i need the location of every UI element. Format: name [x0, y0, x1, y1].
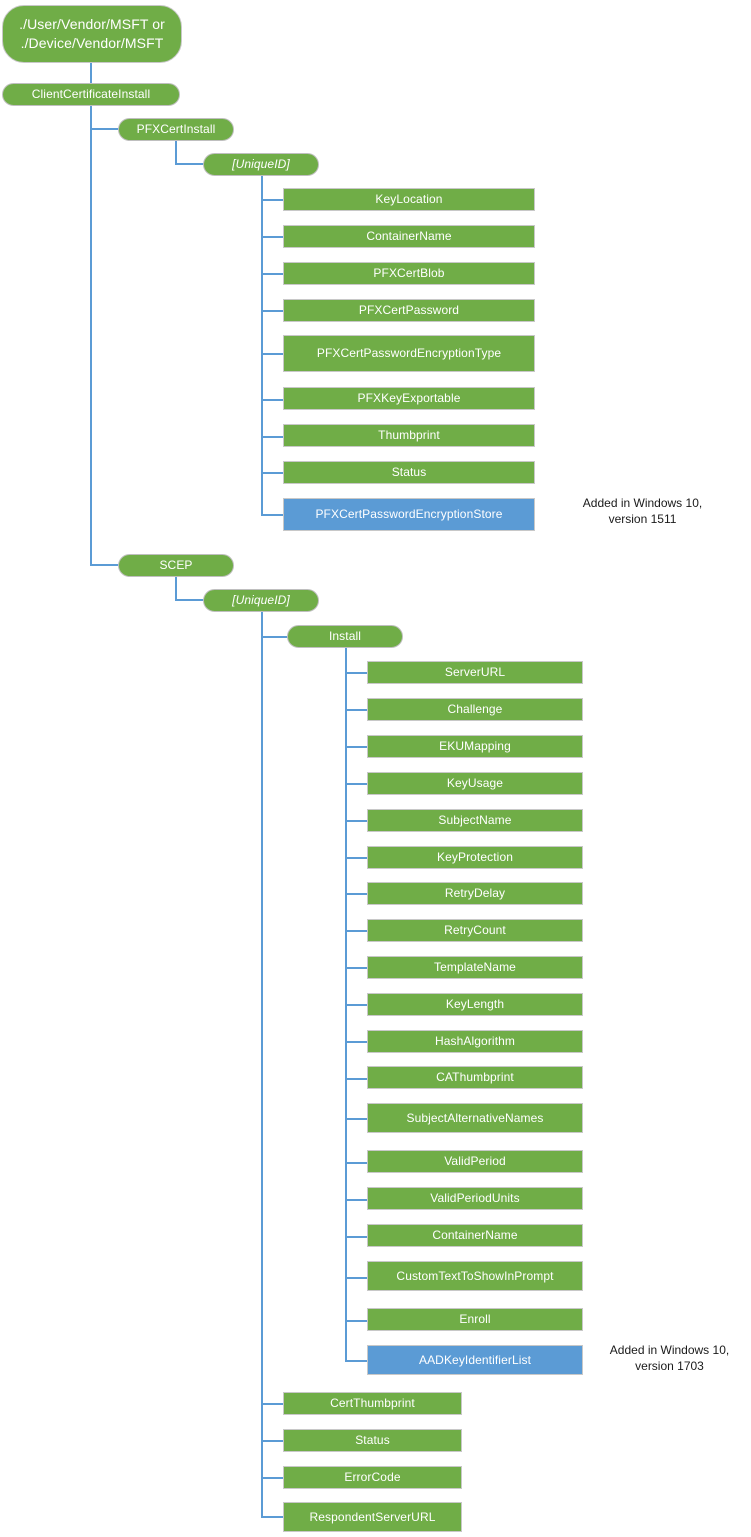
connector-leaf-pfxcertpassword	[261, 310, 284, 312]
connector-leaf-pfxcertpasswordencryptionstore	[261, 514, 284, 516]
node-pfxcertinstall-uniqueid[interactable]: [UniqueID]	[203, 153, 319, 176]
connector-leaf-respondentserverurl	[261, 1516, 284, 1518]
node-pfxcertinstall[interactable]: PFXCertInstall	[118, 118, 234, 141]
connector-leaf-status	[261, 472, 284, 474]
connector-scep-to-uniqueid	[175, 599, 204, 601]
node-clientcertificateinstall[interactable]: ClientCertificateInstall	[2, 83, 180, 106]
connector-root-to-clientcertificateinstall	[90, 62, 92, 84]
connector-leaf-keylength	[345, 1004, 368, 1006]
node-leaf-keyusage[interactable]: KeyUsage	[367, 772, 583, 795]
node-leaf-aadkeyidentifierlist[interactable]: AADKeyIdentifierList	[367, 1345, 583, 1375]
connector-pfxcertinstall-to-uniqueid	[175, 163, 204, 165]
connector-leaf-validperiod	[345, 1162, 368, 1164]
connector-leaf-pfxcertblob	[261, 273, 284, 275]
node-root[interactable]: ./User/Vendor/MSFT or ./Device/Vendor/MS…	[2, 5, 182, 63]
connector-leaf-scep-containername	[345, 1236, 368, 1238]
node-install[interactable]: Install	[287, 625, 403, 648]
node-leaf-thumbprint[interactable]: Thumbprint	[283, 424, 535, 447]
annotation-added-1511: Added in Windows 10, version 1511	[582, 496, 703, 527]
node-leaf-templatename[interactable]: TemplateName	[367, 956, 583, 979]
connector-clientcertificateinstall-spine	[90, 105, 92, 566]
connector-leaf-containername	[261, 236, 284, 238]
connector-scep-down	[175, 576, 177, 600]
node-leaf-validperiodunits[interactable]: ValidPeriodUnits	[367, 1187, 583, 1210]
node-leaf-pfxcertblob[interactable]: PFXCertBlob	[283, 262, 535, 285]
node-leaf-status[interactable]: Status	[283, 461, 535, 484]
node-leaf-scep-containername[interactable]: ContainerName	[367, 1224, 583, 1247]
connector-leaf-pfxcertpasswordencryptiontype	[261, 353, 284, 355]
node-leaf-ekumapping[interactable]: EKUMapping	[367, 735, 583, 758]
node-leaf-pfxcertpasswordencryptiontype[interactable]: PFXCertPasswordEncryptionType	[283, 335, 535, 372]
connector-leaf-thumbprint	[261, 436, 284, 438]
annotation-added-1703: Added in Windows 10, version 1703	[609, 1343, 730, 1374]
node-leaf-certthumbprint[interactable]: CertThumbprint	[283, 1392, 462, 1415]
connector-to-pfxcertinstall	[90, 128, 119, 130]
connector-leaf-errorcode	[261, 1477, 284, 1479]
node-leaf-subjectalternativenames[interactable]: SubjectAlternativeNames	[367, 1103, 583, 1133]
node-leaf-validperiod[interactable]: ValidPeriod	[367, 1150, 583, 1173]
connector-leaf-retrydelay	[345, 893, 368, 895]
connector-leaf-challenge	[345, 709, 368, 711]
node-leaf-hashalgorithm[interactable]: HashAlgorithm	[367, 1030, 583, 1053]
node-leaf-enroll[interactable]: Enroll	[367, 1308, 583, 1331]
node-leaf-containername[interactable]: ContainerName	[283, 225, 535, 248]
connector-leaf-certthumbprint	[261, 1403, 284, 1405]
connector-to-install	[261, 636, 290, 638]
node-leaf-keylocation[interactable]: KeyLocation	[283, 188, 535, 211]
connector-leaf-subjectname	[345, 820, 368, 822]
connector-pfx-uniqueid-spine	[261, 175, 263, 515]
connector-leaf-pfxkeyexportable	[261, 399, 284, 401]
node-leaf-customtexttoshowinprompt[interactable]: CustomTextToShowInPrompt	[367, 1261, 583, 1291]
connector-leaf-retrycount	[345, 930, 368, 932]
connector-leaf-aadkeyidentifierlist	[345, 1360, 368, 1362]
connector-leaf-templatename	[345, 967, 368, 969]
node-leaf-challenge[interactable]: Challenge	[367, 698, 583, 721]
node-leaf-keyprotection[interactable]: KeyProtection	[367, 846, 583, 869]
node-leaf-retrycount[interactable]: RetryCount	[367, 919, 583, 942]
connector-pfxcertinstall-down	[175, 140, 177, 164]
node-leaf-scep-status[interactable]: Status	[283, 1429, 462, 1452]
node-leaf-keylength[interactable]: KeyLength	[367, 993, 583, 1016]
connector-leaf-keyusage	[345, 783, 368, 785]
node-leaf-cathumbprint[interactable]: CAThumbprint	[367, 1066, 583, 1089]
node-leaf-pfxcertpasswordencryptionstore[interactable]: PFXCertPasswordEncryptionStore	[283, 498, 535, 531]
connector-leaf-serverurl	[345, 672, 368, 674]
node-scep-uniqueid[interactable]: [UniqueID]	[203, 589, 319, 612]
connector-leaf-validperiodunits	[345, 1199, 368, 1201]
connector-to-scep	[90, 564, 119, 566]
node-leaf-retrydelay[interactable]: RetryDelay	[367, 882, 583, 905]
node-scep[interactable]: SCEP	[118, 554, 234, 577]
connector-leaf-cathumbprint	[345, 1078, 368, 1080]
connector-scep-uniqueid-spine	[261, 611, 263, 1517]
connector-leaf-keylocation	[261, 199, 284, 201]
node-leaf-serverurl[interactable]: ServerURL	[367, 661, 583, 684]
node-leaf-respondentserverurl[interactable]: RespondentServerURL	[283, 1502, 462, 1532]
connector-leaf-keyprotection	[345, 857, 368, 859]
connector-leaf-enroll	[345, 1320, 368, 1322]
connector-leaf-ekumapping	[345, 746, 368, 748]
connector-leaf-scep-status	[261, 1440, 284, 1442]
connector-leaf-subjectalternativenames	[345, 1118, 368, 1120]
node-leaf-pfxcertpassword[interactable]: PFXCertPassword	[283, 299, 535, 322]
node-leaf-errorcode[interactable]: ErrorCode	[283, 1466, 462, 1489]
node-leaf-pfxkeyexportable[interactable]: PFXKeyExportable	[283, 387, 535, 410]
connector-leaf-hashalgorithm	[345, 1041, 368, 1043]
connector-leaf-customtexttoshowinprompt	[345, 1277, 368, 1279]
node-leaf-subjectname[interactable]: SubjectName	[367, 809, 583, 832]
